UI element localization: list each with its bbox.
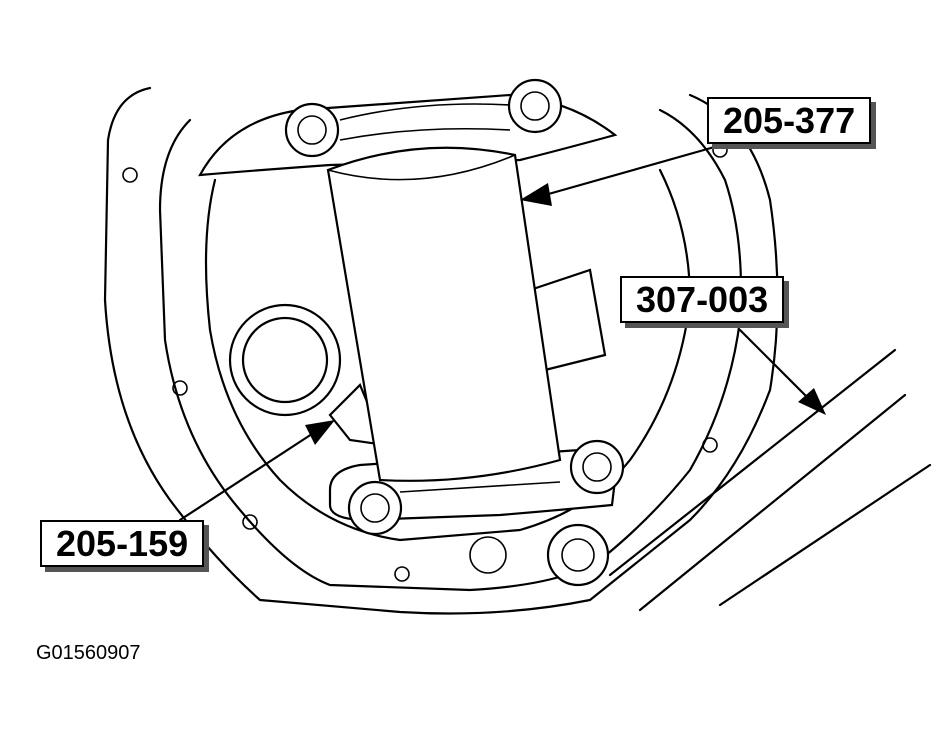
callout-307-003: 307-003 [620, 276, 785, 323]
side-bore-inner [241, 316, 329, 404]
housing-outer-outline [103, 86, 779, 615]
figure-id: G01560907 [36, 642, 141, 664]
leader-arrows [178, 144, 826, 522]
fill-plug-inner [561, 538, 595, 572]
tool-205-377-cylinder [326, 146, 562, 482]
callout-205-377: 205-377 [707, 97, 872, 144]
vent-hole [469, 536, 507, 574]
bearing-cap-bolts [284, 78, 625, 536]
tool-307-003-bar [608, 348, 897, 577]
flange-bolt-holes [122, 142, 728, 582]
fill-plug-outer [546, 523, 610, 587]
callout-205-159: 205-159 [40, 520, 205, 567]
